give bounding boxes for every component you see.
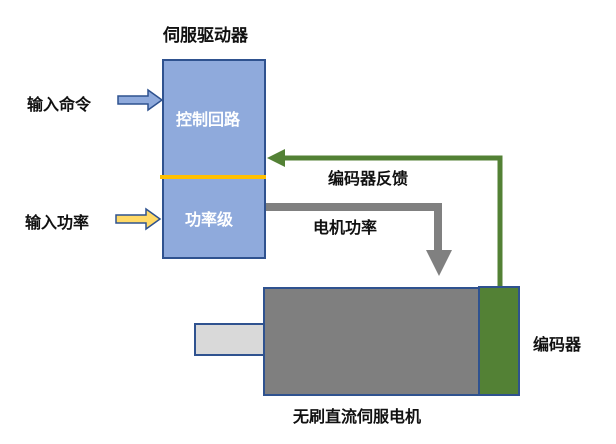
input-power-arrow xyxy=(115,207,162,231)
input-command-arrow xyxy=(117,88,164,112)
motor-body xyxy=(263,287,481,396)
encoder-feedback-label: 编码器反馈 xyxy=(328,169,409,188)
power-stage-label: 功率级 xyxy=(185,210,234,229)
motor-power-label: 电机功率 xyxy=(313,218,378,237)
encoder-label: 编码器 xyxy=(533,335,582,354)
encoder-feedback-arrowhead xyxy=(267,149,285,167)
motor-power-line xyxy=(266,203,442,250)
motor-power-arrowhead xyxy=(426,250,452,276)
input-power-label: 输入功率 xyxy=(25,213,90,232)
encoder-feedback-line xyxy=(282,155,503,288)
control-loop-label: 控制回路 xyxy=(176,110,241,129)
servo-driver-box xyxy=(162,59,266,259)
driver-title: 伺服驱动器 xyxy=(163,26,248,46)
motor-title: 无刷直流伺服电机 xyxy=(293,407,422,426)
motor-shaft xyxy=(194,323,266,356)
encoder-block xyxy=(478,286,520,396)
input-command-label: 输入命令 xyxy=(27,95,92,114)
